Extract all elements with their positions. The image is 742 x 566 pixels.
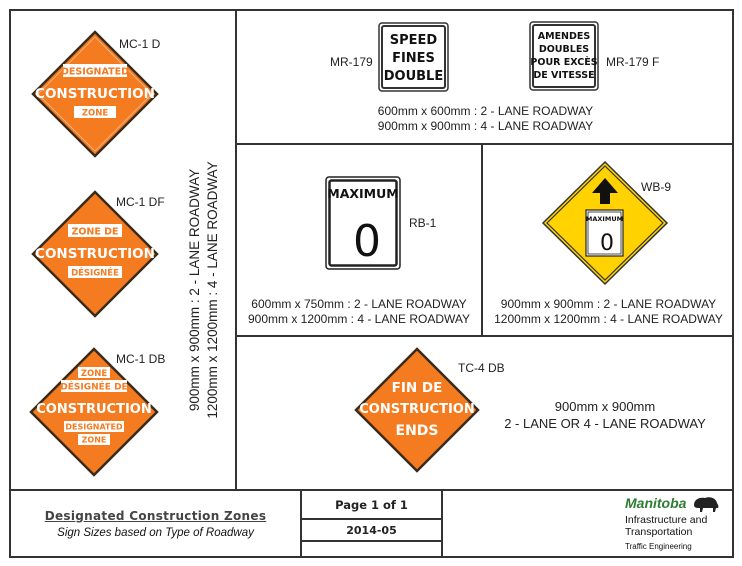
sign-code: WB-9 [641,180,671,194]
sign-text: ZONE [82,436,107,445]
divider [9,489,734,491]
left-column-sizes: 900mm x 900mm : 2 - LANE ROADWAY 1200mm … [186,140,222,440]
manitoba-logo: Manitoba Infrastructure and Transportati… [623,495,733,555]
sign-code: RB-1 [409,216,437,230]
tc4db-sign: FIN DE CONSTRUCTION ENDS [354,347,480,473]
size-line: 900mm x 900mm [554,399,656,414]
size-line: 600mm x 600mm : 2 - LANE ROADWAY [377,104,594,118]
title-block-title: Designated Construction Zones [44,509,267,523]
mc1df-sign: ZONE DE CONSTRUCTION DÉSIGNÉE [31,190,159,318]
sign-text: CONSTRUCTION [35,246,155,262]
dept-line: Infrastructure and [625,514,708,526]
divider [300,489,302,558]
mc1db-sign: ZONE DÉSIGNÉE DE CONSTRUCTION DESIGNATED… [29,347,159,477]
sign-code: MR-179 [330,55,373,69]
divider [235,143,734,145]
divider [235,9,237,491]
org-name: Manitoba [625,495,687,511]
page-number: Page 1 of 1 [335,498,408,512]
rb1-sign: MAXIMUM 0 [325,176,401,270]
sign-code: MC-1 DB [116,352,166,366]
sign-text: DÉSIGNÉE DE [60,381,127,393]
size-line: 1200mm x 1200mm : 4 - LANE ROADWAY [205,161,220,419]
sign-text: CONSTRUCTION [35,86,155,102]
sign-code: MC-1 D [119,37,161,51]
sign-text: CONSTRUCTION [359,402,474,417]
sign-text: ZONE [81,369,108,379]
sign-text: DOUBLES [539,44,589,55]
size-line: 600mm x 750mm : 2 - LANE ROADWAY [251,297,467,311]
sign-text: ZONE DE [71,227,118,238]
size-line: 900mm x 1200mm : 4 - LANE ROADWAY [247,312,471,326]
size-line: 2 - LANE OR 4 - LANE ROADWAY [504,416,706,431]
sign-text: MAXIMUM [327,186,398,201]
sign-code: MC-1 DF [116,195,165,209]
size-line: 1200mm x 1200mm : 4 - LANE ROADWAY [494,312,723,326]
sign-text: FINES [392,51,435,66]
sign-code: TC-4 DB [458,361,505,375]
sign-text: DESIGNATED [65,423,123,432]
sign-text: SPEED [390,33,438,48]
size-line: 900mm x 900mm : 2 - LANE ROADWAY [187,168,202,412]
sign-text: DE VITESSE [533,70,594,81]
divider [235,335,734,337]
division: Traffic Engineering [625,542,692,551]
sign-text: 0 [600,231,614,256]
sign-text: DOUBLE [384,69,443,84]
sign-text: ZONE [82,109,109,119]
revision-date: 2014-05 [346,524,397,537]
bison-icon [694,497,719,512]
arrow-up-icon [592,178,618,204]
tc4db-sizes: 900mm x 900mm 2 - LANE OR 4 - LANE ROADW… [487,398,723,432]
sign-text: CONSTRUCTION [36,402,151,417]
size-line: 900mm x 900mm : 4 - LANE ROADWAY [377,119,594,133]
sign-text: MAXIMUM [586,215,623,223]
sign-text: DÉSIGNÉE [71,267,119,279]
mc1d-sign: DESIGNATED CONSTRUCTION ZONE [31,30,159,158]
sign-code: MR-179 F [606,55,660,69]
size-line: 900mm x 900mm : 2 - LANE ROADWAY [500,297,717,311]
sign-text: DESIGNATED [61,67,129,78]
sign-text: POUR EXCÈS [530,56,597,68]
mr179-sizes: 600mm x 600mm : 2 - LANE ROADWAY 900mm x… [237,104,734,134]
divider [481,143,483,336]
divider [441,489,443,558]
mr179f-sign: AMENDES DOUBLES POUR EXCÈS DE VITESSE [529,21,599,91]
sign-text: AMENDES [538,31,591,42]
divider [300,540,443,542]
drawing-frame [9,9,734,558]
rb1-sizes: 600mm x 750mm : 2 - LANE ROADWAY 900mm x… [237,297,481,327]
sign-text: FIN DE [392,380,443,396]
sign-text: ENDS [396,423,439,439]
wb9-sign: MAXIMUM 0 [541,160,669,286]
title-block-subtitle: Sign Sizes based on Type of Roadway [57,527,254,539]
sign-text: 0 [353,216,381,267]
dept-line: Transportation [625,526,693,538]
divider [300,518,443,520]
wb9-sizes: 900mm x 900mm : 2 - LANE ROADWAY 1200mm … [483,297,734,327]
mr179-sign: SPEED FINES DOUBLE [378,22,449,92]
